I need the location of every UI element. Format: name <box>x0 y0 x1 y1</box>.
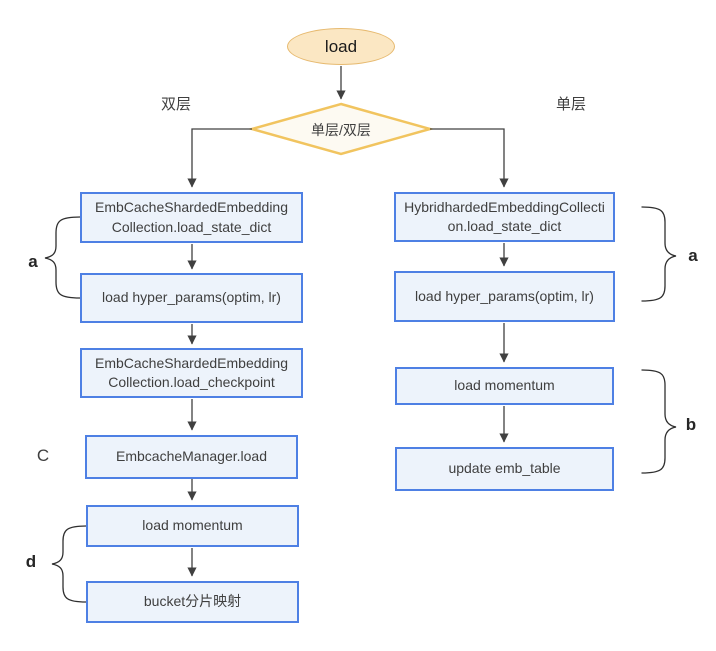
brace-right-a <box>641 206 677 302</box>
flow-node-right-load-momentum: load momentum <box>395 367 614 405</box>
flow-node-left-load-checkpoint: EmbCacheShardedEmbeddingCollection.load_… <box>80 348 303 398</box>
left-branch-header: 双层 <box>160 96 191 113</box>
flow-node-left-bucket-shard-mapping: bucket分片映射 <box>86 581 299 623</box>
flow-node-left-load-momentum: load momentum <box>86 505 299 547</box>
annotation-right-a: a <box>688 246 698 265</box>
flow-node-start: load <box>287 28 395 65</box>
flow-node-left-load-state-dict: EmbCacheShardedEmbeddingCollection.load_… <box>80 192 303 243</box>
flow-node-right-load-hyper-params: load hyper_params(optim, lr) <box>394 271 615 322</box>
annotation-left-d: d <box>25 552 37 571</box>
flow-node-right-update-emb-table: update emb_table <box>395 447 614 491</box>
flow-node-right-load-state-dict: HybridhardedEmbeddingCollection.load_sta… <box>394 192 615 242</box>
annotation-left-a: a <box>28 252 38 271</box>
decision-label: 单层/双层 <box>311 122 371 138</box>
right-branch-header: 单层 <box>555 96 586 113</box>
flow-node-left-embcache-manager-load: EmbcacheManager.load <box>85 435 298 479</box>
start-label: load <box>324 36 358 56</box>
arrow-decision-to-right-branch <box>430 128 509 188</box>
flow-node-left-load-hyper-params: load hyper_params(optim, lr) <box>80 273 303 323</box>
arrow-decision-to-left-branch <box>187 128 252 188</box>
brace-left-d <box>51 525 87 603</box>
brace-right-b <box>641 369 677 474</box>
brace-left-a <box>44 216 81 299</box>
annotation-left-c: C <box>36 446 50 465</box>
decision-diamond-shape <box>247 102 435 156</box>
annotation-right-b: b <box>685 415 697 434</box>
